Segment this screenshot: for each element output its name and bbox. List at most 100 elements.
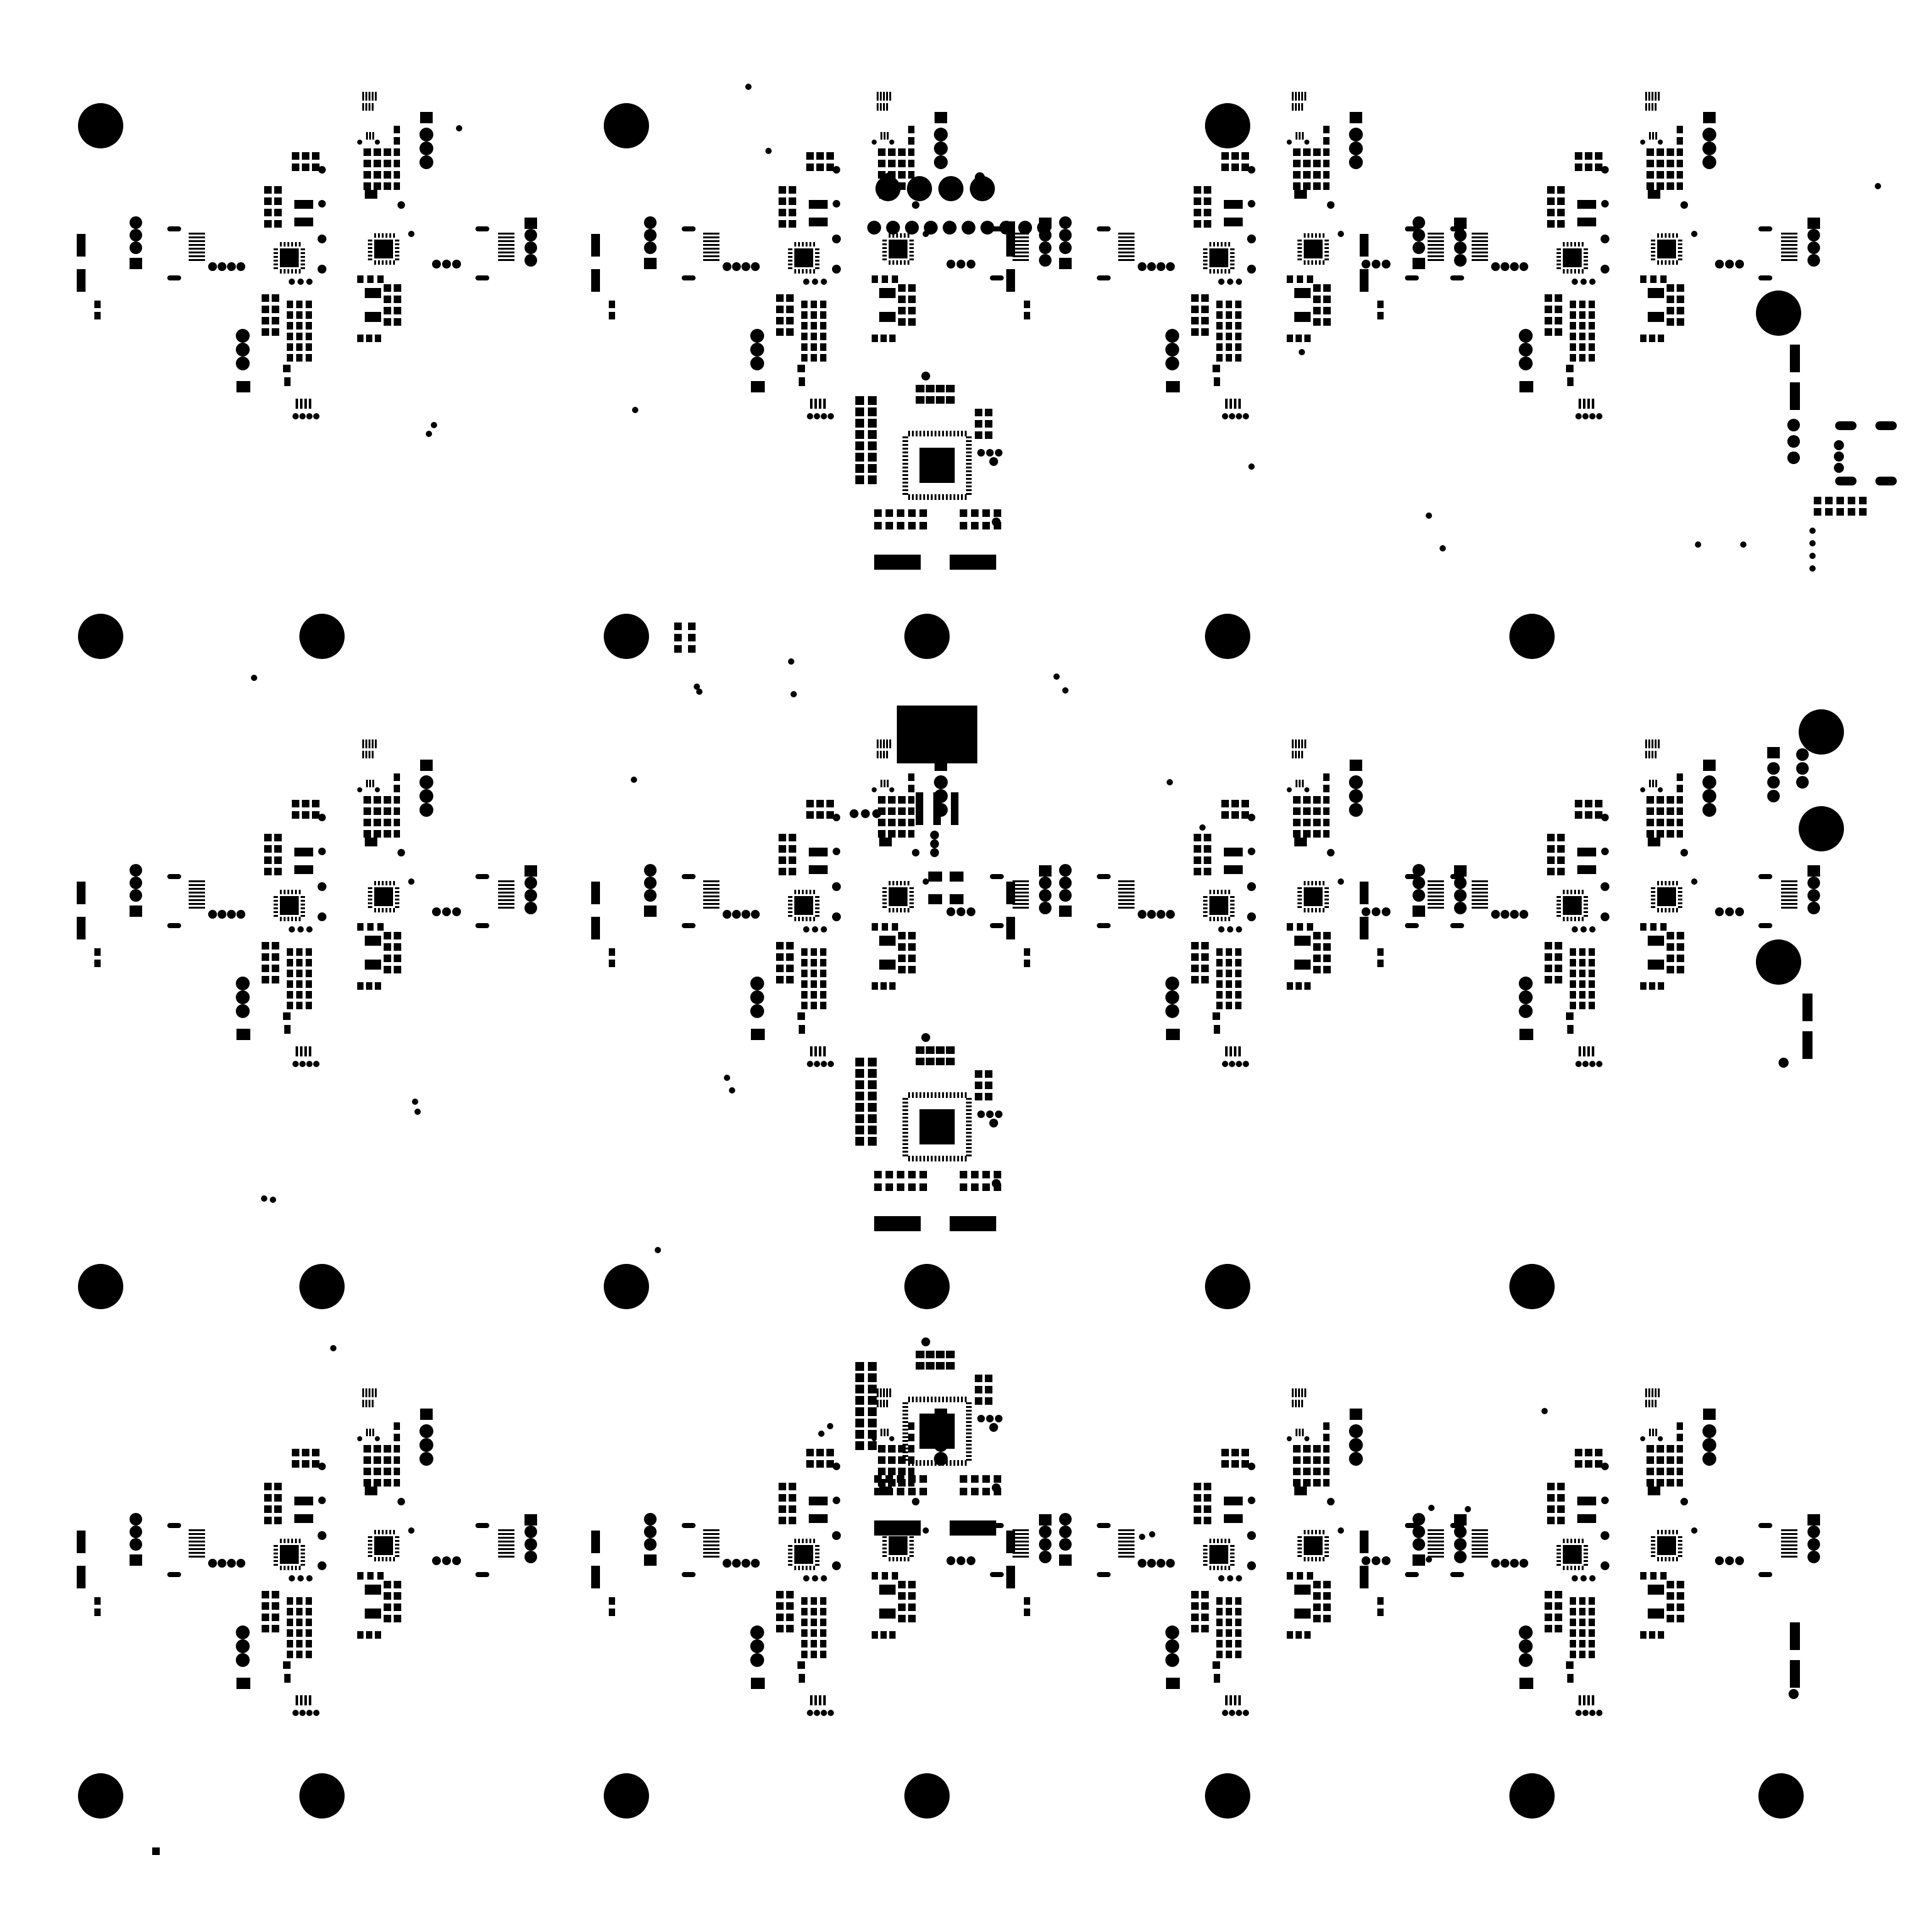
lead	[1428, 1548, 1444, 1550]
lead	[1657, 1557, 1659, 1561]
pad	[868, 441, 877, 450]
lead	[389, 260, 391, 265]
fiducial-mark	[604, 103, 649, 148]
lead	[966, 1151, 972, 1153]
qfn-center	[368, 1530, 399, 1561]
pad	[130, 905, 142, 917]
lead	[1297, 887, 1302, 889]
lead	[1230, 252, 1235, 254]
lead	[788, 1545, 792, 1547]
round-pad	[375, 140, 380, 145]
lead	[378, 881, 380, 885]
pad	[872, 1631, 878, 1639]
pad	[272, 1614, 279, 1621]
pad	[1166, 1678, 1180, 1689]
lead	[1472, 252, 1488, 253]
lead	[1648, 92, 1650, 101]
round-pad	[970, 176, 995, 201]
pad	[264, 1517, 272, 1524]
pad	[1660, 923, 1667, 931]
lead	[788, 900, 792, 902]
qfn-left	[788, 1539, 819, 1570]
lead	[368, 240, 372, 241]
oval-pad	[1097, 1572, 1111, 1577]
pad	[1454, 1514, 1467, 1526]
pad	[1293, 807, 1301, 815]
lead	[295, 917, 297, 921]
lead	[887, 132, 889, 140]
lead	[1592, 1046, 1594, 1056]
pad	[1307, 923, 1313, 931]
lead	[274, 1560, 278, 1562]
pad	[394, 318, 401, 326]
round-pad	[525, 1526, 537, 1538]
pad	[1224, 200, 1243, 209]
lead	[498, 233, 514, 235]
pad	[1567, 377, 1574, 386]
round-pad	[986, 449, 994, 457]
lead	[966, 1136, 972, 1138]
lead	[1781, 233, 1797, 235]
lead	[1013, 892, 1029, 894]
lead	[1319, 260, 1321, 265]
lead	[362, 1388, 364, 1397]
lead	[794, 242, 796, 246]
pad	[609, 1609, 615, 1616]
pad	[367, 275, 374, 283]
pad	[1307, 1572, 1313, 1580]
connector-pad	[1360, 1531, 1368, 1553]
lead	[1304, 1557, 1306, 1561]
pad	[292, 800, 299, 807]
round-pad	[1796, 762, 1809, 775]
round-pad	[218, 910, 226, 919]
lead	[1307, 1557, 1309, 1561]
round-pad	[432, 260, 441, 269]
round-pad	[1059, 216, 1072, 229]
lead	[393, 260, 395, 265]
pad	[384, 284, 391, 292]
lead	[923, 1092, 925, 1098]
round-pad	[318, 166, 326, 174]
round-pad	[130, 241, 142, 254]
round-pad	[1236, 926, 1242, 933]
pad	[898, 1468, 906, 1475]
pad	[1221, 1460, 1229, 1468]
lead	[927, 431, 929, 436]
pad	[779, 220, 786, 228]
connector-pad	[591, 917, 600, 939]
round-pad	[442, 907, 451, 916]
lead	[301, 911, 305, 913]
lead	[1428, 244, 1444, 246]
round-pad	[1165, 343, 1179, 357]
pad	[94, 301, 101, 308]
via	[1440, 545, 1446, 551]
lead	[498, 1529, 514, 1531]
pad	[776, 942, 784, 950]
pad	[916, 1046, 924, 1054]
lead	[1668, 260, 1670, 265]
lead	[1230, 915, 1235, 917]
pad	[94, 948, 101, 956]
pad	[1194, 1505, 1201, 1513]
pad	[1555, 1625, 1562, 1632]
lead	[366, 1429, 368, 1436]
fiducial-mark	[604, 1264, 649, 1309]
mcu-board-2	[855, 1033, 1002, 1231]
pad	[1323, 796, 1330, 804]
pad	[908, 1171, 916, 1178]
pad	[384, 1445, 391, 1453]
lead	[1652, 739, 1653, 748]
lead	[902, 1410, 908, 1412]
pad	[1579, 991, 1585, 999]
round-pad	[1248, 848, 1255, 855]
via	[414, 1109, 421, 1115]
pad	[935, 112, 947, 123]
pad	[1595, 1449, 1602, 1456]
pad	[1555, 328, 1562, 336]
lead	[880, 132, 882, 140]
pad	[1204, 1483, 1211, 1490]
round-pad	[992, 1179, 1001, 1188]
pad	[855, 396, 864, 405]
pad	[855, 1385, 864, 1393]
pad	[1567, 1674, 1574, 1683]
